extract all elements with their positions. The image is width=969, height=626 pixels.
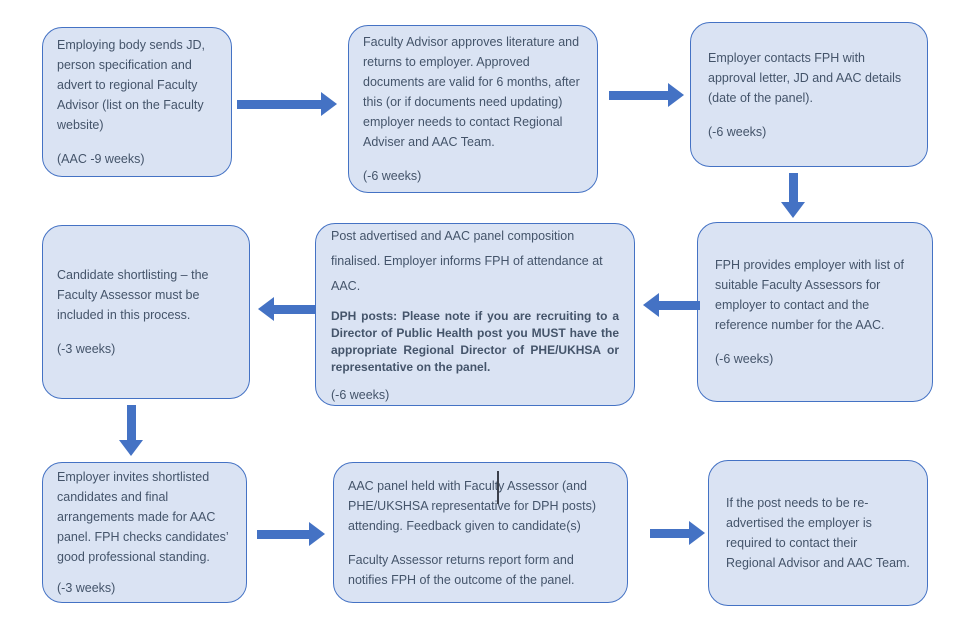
arrow-shaft (257, 529, 309, 539)
timeline-label: (-6 weeks) (331, 388, 390, 402)
timeline-label: (-6 weeks) (363, 169, 422, 183)
flow-step-fph-provides-list: FPH provides employer with list of suita… (697, 222, 933, 402)
arrow-head-left-icon (643, 293, 659, 317)
flow-step-candidate-shortlisting: Candidate shortlisting – the Faculty Ass… (42, 225, 250, 399)
step-text: AAC panel held with Faculty Assessor (an… (348, 478, 597, 533)
step-text: Post advertised and AAC panel compositio… (331, 229, 603, 293)
timeline-label: (AAC -9 weeks) (57, 152, 145, 166)
flow-step-faculty-advisor-approves: Faculty Advisor approves literature and … (348, 25, 598, 193)
step-text: Employer contacts FPH with approval lett… (708, 50, 902, 105)
step-text: Candidate shortlisting – the Faculty Ass… (57, 268, 209, 322)
arrow-step4-to-step5 (643, 293, 700, 317)
arrow-shaft (274, 304, 315, 314)
arrow-shaft (650, 528, 689, 538)
arrow-step6-to-step7 (119, 405, 143, 456)
arrow-head-right-icon (309, 522, 325, 546)
flow-step-post-advertised: Post advertised and AAC panel compositio… (315, 223, 635, 406)
flow-step-aac-panel-held: AAC panel held with Faculty Assessor (an… (333, 462, 628, 603)
step-text: FPH provides employer with list of suita… (715, 258, 904, 332)
arrow-head-right-icon (321, 92, 337, 116)
arrow-shaft (659, 300, 700, 310)
arrow-head-right-icon (668, 83, 684, 107)
arrow-head-left-icon (258, 297, 274, 321)
timeline-label: (-6 weeks) (715, 352, 774, 366)
arrow-step1-to-step2 (237, 92, 337, 116)
text-cursor (497, 471, 499, 504)
arrow-shaft (788, 173, 798, 202)
arrow-head-down-icon (781, 202, 805, 218)
step-text: If the post needs to be re-advertised th… (726, 496, 910, 570)
step-text: Employer invites shortlisted candidates … (57, 470, 229, 564)
step-text: Faculty Advisor approves literature and … (363, 35, 580, 149)
arrow-shaft (237, 99, 321, 109)
arrow-step2-to-step3 (609, 83, 684, 107)
timeline-label: (-3 weeks) (57, 342, 116, 356)
step-text: Employing body sends JD, person specific… (57, 38, 205, 132)
arrow-step7-to-step8 (257, 522, 325, 546)
arrow-step3-to-step4 (781, 173, 805, 218)
arrow-head-right-icon (689, 521, 705, 545)
arrow-step8-to-step9 (650, 521, 705, 545)
arrow-step5-to-step6 (258, 297, 315, 321)
timeline-label: (-6 weeks) (708, 124, 767, 139)
step-text: Faculty Assessor returns report form and… (348, 552, 575, 587)
flow-step-employer-contacts-fph: Employer contacts FPH with approval lett… (690, 22, 928, 167)
arrow-shaft (126, 405, 136, 440)
arrow-shaft (609, 90, 668, 100)
flow-step-employing-body-sends: Employing body sends JD, person specific… (42, 27, 232, 177)
flow-step-employer-invites: Employer invites shortlisted candidates … (42, 462, 247, 603)
timeline-label: (-3 weeks) (57, 581, 116, 595)
arrow-head-down-icon (119, 440, 143, 456)
flow-step-readvertise: If the post needs to be re-advertised th… (708, 460, 928, 606)
dph-posts-warning-text: DPH posts: Please note if you are recrui… (331, 309, 619, 374)
